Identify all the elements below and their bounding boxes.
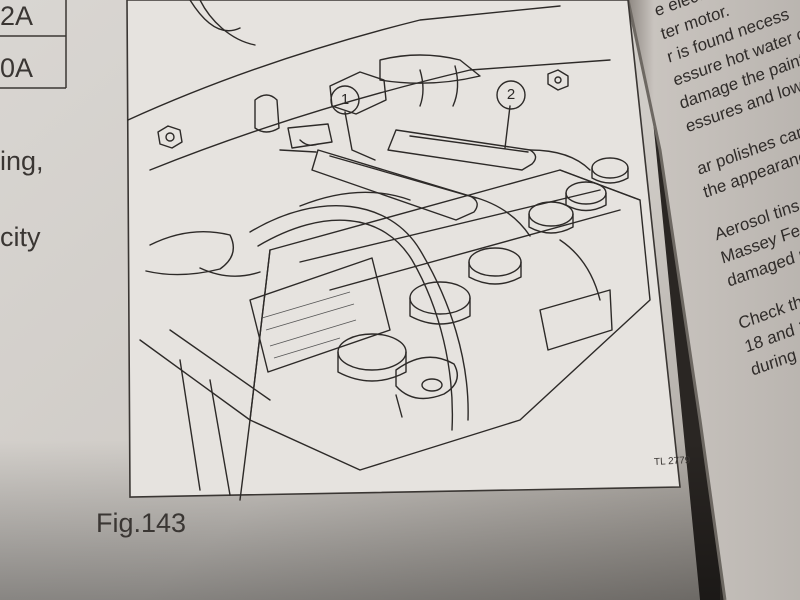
spec-table (0, 0, 67, 89)
battery-caps (337, 157, 629, 382)
callout-1: 1 (340, 91, 350, 108)
right-page (626, 0, 800, 600)
battery-illustration (127, 0, 651, 501)
figure-caption: Fig.143 (96, 508, 187, 538)
figure-code: TL 2779 (653, 455, 691, 468)
table-cell-2: 0A (0, 53, 34, 83)
body-word-1: ing, (0, 146, 44, 176)
table-cell-1: 2A (0, 1, 34, 31)
probe-leads (279, 129, 591, 237)
callout-2: 2 (506, 86, 516, 103)
sticker-lines (261, 291, 357, 359)
body-word-2: city (0, 222, 41, 252)
